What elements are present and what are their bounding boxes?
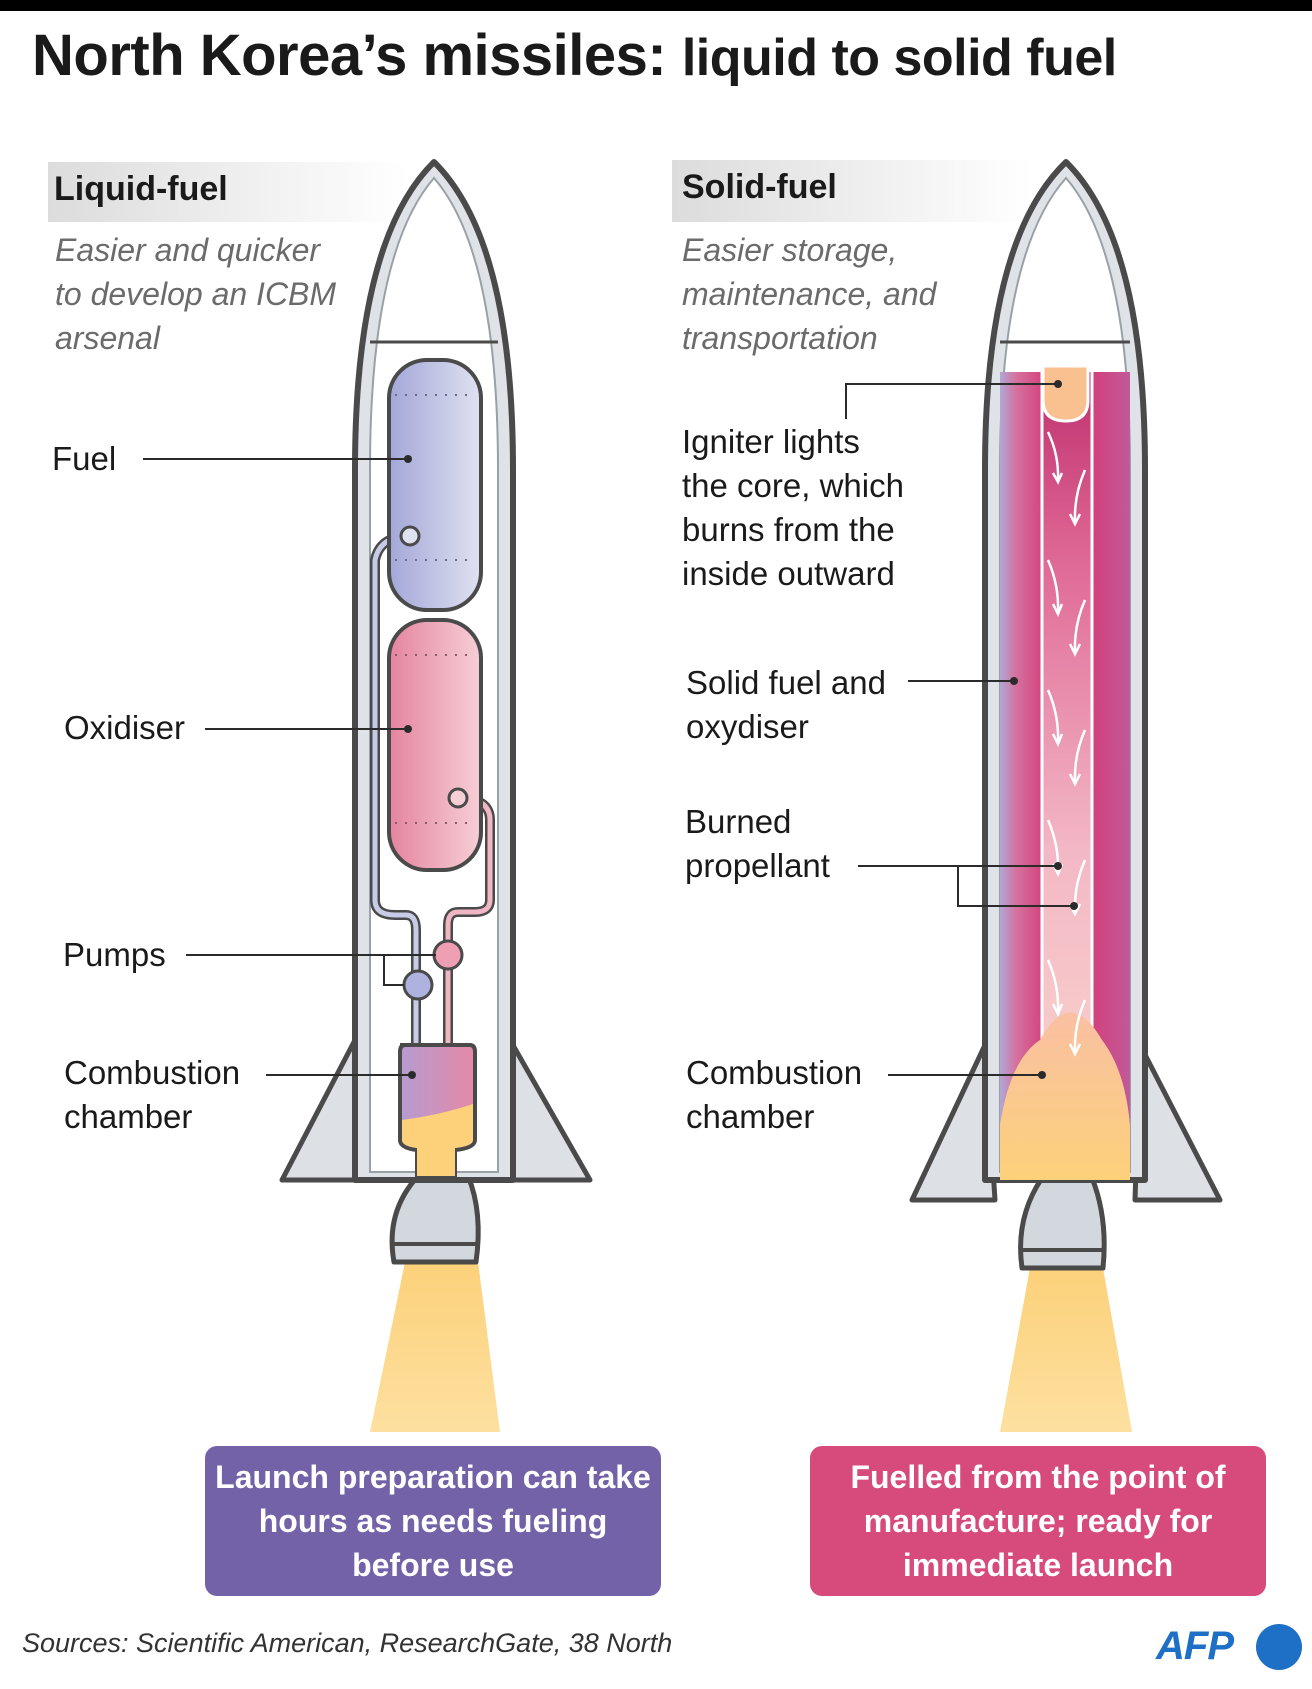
solid-description-line: Easier storage, (682, 232, 898, 268)
solid-fuel-label-line: Solid fuel and (686, 664, 886, 701)
liquid-description: Easier and quicker to develop an ICBM ar… (55, 228, 336, 360)
solid-combustion-chamber (1000, 1012, 1130, 1180)
igniter-label-line: the core, which (682, 467, 904, 504)
solid-nozzle (1018, 1175, 1107, 1271)
afp-logo-dot (1256, 1624, 1302, 1670)
liquid-chamber-label-line: Combustion (64, 1054, 241, 1091)
burned-propellant-label-line: Burned (685, 803, 792, 840)
solid-propellant-left (1000, 372, 1045, 1180)
igniter-label: Igniter lights the core, which burns fro… (682, 420, 904, 596)
solid-description: Easier storage, maintenance, and transpo… (682, 228, 936, 360)
solid-tag: Solid-fuel (682, 168, 837, 206)
oxidiser-label: Oxidiser (64, 709, 186, 746)
solid-exhaust-flame (1000, 1268, 1132, 1432)
liquid-missile (48, 159, 593, 1432)
burned-propellant-label-line: propellant (685, 847, 830, 884)
oxidiser-pump (432, 939, 464, 971)
burned-propellant-label: Burned propellant (685, 800, 830, 888)
igniter-label-line: burns from the (682, 511, 895, 548)
solid-missile (672, 159, 1223, 1432)
solid-propellant-right (1090, 372, 1130, 1180)
top-rule (0, 0, 1312, 11)
igniter-leader (845, 383, 1058, 419)
liquid-exhaust-flame (370, 1262, 500, 1432)
fuel-outlet (399, 525, 421, 547)
liquid-nozzle (389, 1173, 481, 1265)
liquid-tag: Liquid-fuel (54, 170, 228, 208)
solid-chamber-label: Combustion chamber (686, 1051, 862, 1139)
liquid-description-line: to develop an ICBM (55, 276, 337, 312)
solid-description-line: maintenance, and (682, 276, 937, 312)
burn-direction-arrows (1046, 431, 1087, 1057)
solid-fuel-label: Solid fuel and oxydiser (686, 661, 886, 749)
liquid-description-line: arsenal (55, 320, 160, 356)
liquid-chamber-label-line: chamber (64, 1098, 193, 1135)
solid-chamber-label-line: Combustion (686, 1054, 863, 1091)
liquid-note: Launch preparation can take hours as nee… (205, 1446, 661, 1596)
solid-note: Fuelled from the point of manufacture; r… (810, 1446, 1266, 1596)
solid-tag-band (672, 160, 1032, 222)
liquid-chamber-label: Combustion chamber (64, 1051, 240, 1139)
afp-logo: AFP (1156, 1624, 1234, 1668)
igniter-label-line: inside outward (682, 555, 895, 592)
solid-description-line: transportation (682, 320, 878, 356)
title-sub: liquid to solid fuel (681, 29, 1117, 87)
liquid-description-line: Easier and quicker (55, 232, 321, 268)
title-main: North Korea’s missiles: (32, 23, 667, 88)
igniter (1041, 364, 1090, 423)
fuel-pump (402, 969, 434, 1001)
fuel-label: Fuel (52, 440, 117, 477)
oxidiser-outlet (447, 787, 469, 809)
liquid-tag-band (48, 162, 408, 222)
pumps-label: Pumps (63, 936, 166, 973)
igniter-label-line: Igniter lights (682, 423, 860, 460)
solid-chamber-label-line: chamber (686, 1098, 815, 1135)
solid-fuel-label-line: oxydiser (686, 708, 809, 745)
liquid-right-fin (502, 1037, 593, 1183)
page-title: North Korea’s missiles: liquid to solid … (32, 22, 1117, 89)
sources: Sources: Scientific American, ResearchGa… (22, 1628, 673, 1658)
oxidiser-tank (387, 618, 483, 872)
fuel-tank (387, 358, 483, 612)
